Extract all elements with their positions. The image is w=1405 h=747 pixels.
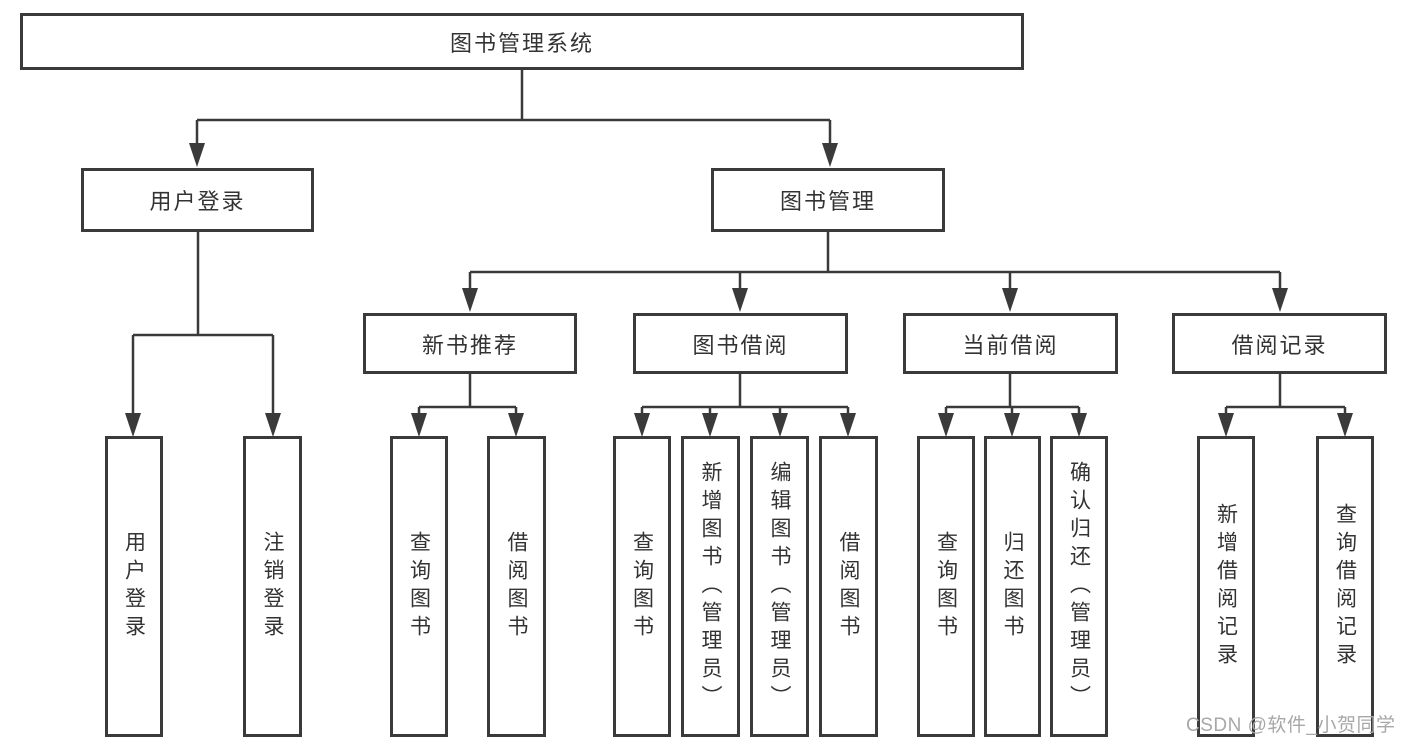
leaf-confirm-return-admin: 确认归还（管理员） [1050, 436, 1108, 737]
node-borrow-records: 借阅记录 [1172, 313, 1387, 374]
node-new-book-recommend: 新书推荐 [363, 313, 577, 374]
leaf-label: 用户登录 [122, 530, 146, 643]
leaf-label: 查询借阅记录 [1333, 502, 1357, 671]
leaf-borrow-books-recommend: 借阅图书 [487, 436, 546, 737]
node-user-login: 用户登录 [81, 168, 314, 232]
leaf-label: 编辑图书（管理员） [768, 460, 792, 713]
node-current-borrow: 当前借阅 [903, 313, 1118, 374]
leaf-edit-book-admin: 编辑图书（管理员） [750, 436, 809, 737]
leaf-label: 新增借阅记录 [1214, 502, 1238, 671]
leaf-add-book-admin: 新增图书（管理员） [681, 436, 740, 737]
leaf-label: 确认归还（管理员） [1067, 460, 1091, 713]
leaf-add-borrow-record: 新增借阅记录 [1197, 436, 1255, 737]
leaf-label: 查询图书 [407, 530, 431, 643]
leaf-label: 借阅图书 [837, 530, 861, 643]
leaf-label: 查询图书 [630, 530, 654, 643]
node-book-management: 图书管理 [711, 168, 945, 232]
leaf-label: 查询图书 [934, 530, 958, 643]
leaf-return-book: 归还图书 [984, 436, 1041, 737]
leaf-query-books-borrow: 查询图书 [613, 436, 671, 737]
leaf-label: 新增图书（管理员） [699, 460, 723, 713]
csdn-watermark: CSDN @软件_小贺同学 [1186, 715, 1396, 736]
leaf-borrow-books: 借阅图书 [819, 436, 878, 737]
leaf-query-books-recommend: 查询图书 [390, 436, 448, 737]
leaf-logout: 注销登录 [243, 436, 302, 737]
leaf-query-books-current: 查询图书 [917, 436, 975, 737]
leaf-user-login: 用户登录 [105, 436, 163, 737]
node-book-borrow: 图书借阅 [633, 313, 848, 374]
leaf-label: 借阅图书 [505, 530, 529, 643]
leaf-label: 归还图书 [1001, 530, 1025, 643]
node-library-system: 图书管理系统 [20, 13, 1024, 70]
leaf-query-borrow-record: 查询借阅记录 [1316, 436, 1374, 737]
leaf-label: 注销登录 [261, 530, 285, 643]
